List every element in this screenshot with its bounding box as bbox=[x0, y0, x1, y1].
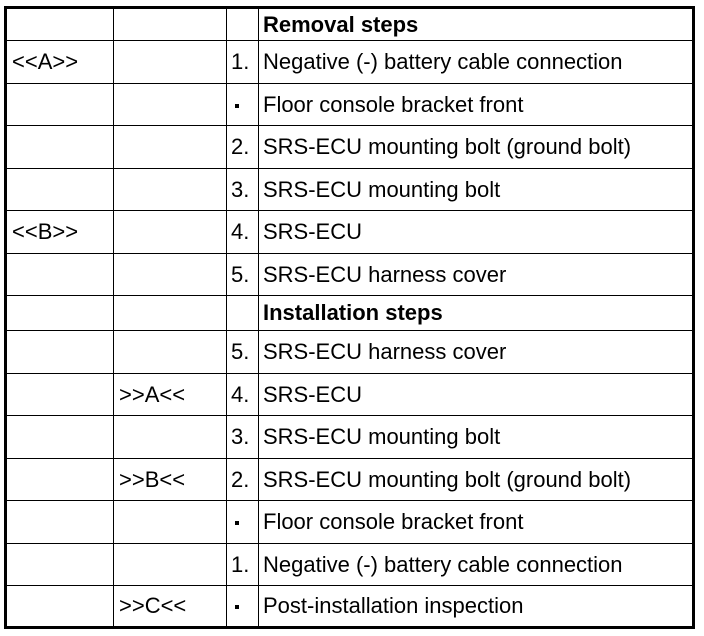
step-row: <<A>> 1.Negative (-) battery cable connec… bbox=[5, 40, 694, 84]
step-description: Post-installation inspection bbox=[258, 585, 694, 628]
installation-reference-cell bbox=[113, 500, 227, 544]
step-number bbox=[226, 7, 259, 41]
step-row: 5.SRS-ECU harness cover bbox=[5, 330, 694, 374]
step-number: 4. bbox=[226, 210, 259, 254]
removal-reference-cell bbox=[5, 295, 114, 331]
step-row: 1.Negative (-) battery cable connection bbox=[5, 543, 694, 586]
installation-reference-cell bbox=[113, 40, 227, 84]
step-description: SRS-ECU bbox=[258, 373, 694, 416]
step-number: 5. bbox=[226, 253, 259, 296]
installation-reference-cell bbox=[113, 125, 227, 169]
removal-reference-cell bbox=[5, 83, 114, 126]
removal-reference-cell bbox=[5, 125, 114, 169]
bullet-marker bbox=[226, 500, 259, 544]
removal-reference-cell bbox=[5, 330, 114, 374]
step-description: SRS-ECU harness cover bbox=[258, 330, 694, 374]
bullet-marker bbox=[226, 585, 259, 628]
step-description: Negative (-) battery cable connection bbox=[258, 543, 694, 586]
step-description: SRS-ECU bbox=[258, 210, 694, 254]
step-row: >>B<<2.SRS-ECU mounting bolt (ground bol… bbox=[5, 458, 694, 501]
section-heading: Removal steps bbox=[258, 7, 694, 41]
step-number: 1. bbox=[226, 40, 259, 84]
removal-reference-cell: <<A>> bbox=[5, 40, 114, 84]
step-number bbox=[226, 295, 259, 331]
step-row: 5.SRS-ECU harness cover bbox=[5, 253, 694, 296]
removal-reference-cell bbox=[5, 253, 114, 296]
step-description: SRS-ECU mounting bolt bbox=[258, 168, 694, 211]
step-number: 5. bbox=[226, 330, 259, 374]
removal-reference-cell bbox=[5, 415, 114, 459]
step-row: 3.SRS-ECU mounting bolt bbox=[5, 415, 694, 459]
steps-table-body: Removal steps<<A>>1.Negative (-) battery… bbox=[5, 7, 694, 628]
step-row: 2.SRS-ECU mounting bolt (ground bolt) bbox=[5, 125, 694, 169]
step-number: 2. bbox=[226, 125, 259, 169]
installation-reference-cell bbox=[113, 7, 227, 41]
step-description: Negative (-) battery cable connection bbox=[258, 40, 694, 84]
removal-reference-cell bbox=[5, 543, 114, 586]
removal-reference-cell bbox=[5, 585, 114, 628]
step-row: Floor console bracket front bbox=[5, 500, 694, 544]
installation-reference-cell bbox=[113, 83, 227, 126]
step-number: 2. bbox=[226, 458, 259, 501]
installation-reference-cell bbox=[113, 253, 227, 296]
removal-reference-cell bbox=[5, 168, 114, 211]
installation-reference-cell bbox=[113, 295, 227, 331]
installation-reference-cell bbox=[113, 415, 227, 459]
step-description: SRS-ECU mounting bolt (ground bolt) bbox=[258, 125, 694, 169]
step-row: >>A<<4.SRS-ECU bbox=[5, 373, 694, 416]
step-number: 4. bbox=[226, 373, 259, 416]
installation-reference-cell: >>B<< bbox=[113, 458, 227, 501]
step-description: SRS-ECU mounting bolt (ground bolt) bbox=[258, 458, 694, 501]
removal-reference-cell bbox=[5, 500, 114, 544]
step-number: 3. bbox=[226, 168, 259, 211]
bullet-icon bbox=[235, 103, 239, 108]
installation-reference-cell bbox=[113, 330, 227, 374]
bullet-icon bbox=[235, 521, 239, 526]
step-number: 1. bbox=[226, 543, 259, 586]
removal-reference-cell bbox=[5, 373, 114, 416]
step-number: 3. bbox=[226, 415, 259, 459]
installation-reference-cell: >>A<< bbox=[113, 373, 227, 416]
step-row: Floor console bracket front bbox=[5, 83, 694, 126]
removal-reference-cell bbox=[5, 7, 114, 41]
installation-reference-cell bbox=[113, 210, 227, 254]
bullet-marker bbox=[226, 83, 259, 126]
step-description: Floor console bracket front bbox=[258, 83, 694, 126]
removal-reference-cell bbox=[5, 458, 114, 501]
removal-reference-cell: <<B>> bbox=[5, 210, 114, 254]
installation-reference-cell bbox=[113, 543, 227, 586]
section-heading: Installation steps bbox=[258, 295, 694, 331]
step-row: <<B>> 4.SRS-ECU bbox=[5, 210, 694, 254]
procedure-steps-table: Removal steps<<A>>1.Negative (-) battery… bbox=[4, 6, 695, 629]
installation-reference-cell: >>C<< bbox=[113, 585, 227, 628]
step-description: SRS-ECU harness cover bbox=[258, 253, 694, 296]
installation-reference-cell bbox=[113, 168, 227, 211]
step-description: Floor console bracket front bbox=[258, 500, 694, 544]
section-heading-row: Installation steps bbox=[5, 295, 694, 331]
step-description: SRS-ECU mounting bolt bbox=[258, 415, 694, 459]
bullet-icon bbox=[235, 605, 239, 610]
step-row: 3.SRS-ECU mounting bolt bbox=[5, 168, 694, 211]
section-heading-row: Removal steps bbox=[5, 7, 694, 41]
step-row: >>C<< Post-installation inspection bbox=[5, 585, 694, 628]
